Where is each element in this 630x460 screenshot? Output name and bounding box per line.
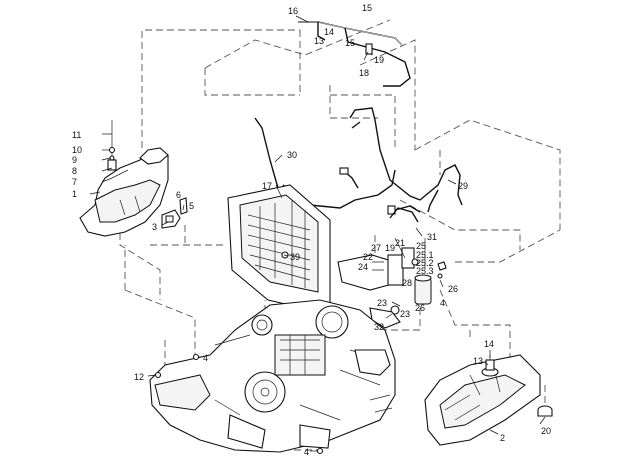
fasteners	[154, 273, 443, 455]
callout-23b: 23	[400, 309, 410, 319]
callout-21: 21	[395, 238, 405, 248]
callout-26b: 26	[415, 303, 425, 313]
callout-20: 20	[541, 426, 551, 436]
radiator-frame	[227, 184, 331, 313]
callout-13a: 13	[314, 36, 324, 46]
callout-4b: 4	[203, 353, 208, 363]
callout-25: 25	[416, 241, 426, 251]
callout-4a: 4	[440, 298, 445, 308]
callout-25-3: 25.3	[416, 266, 434, 276]
callout-19a: 19	[374, 55, 384, 65]
callout-19b: 19	[385, 243, 395, 253]
callout-29: 29	[458, 181, 468, 191]
callout-5: 5	[189, 201, 194, 211]
callout-17: 17	[262, 181, 272, 191]
callout-26a: 26	[448, 284, 458, 294]
mounting-bracket	[161, 197, 188, 229]
callout-25-1: 25.1	[416, 250, 434, 260]
callout-10: 10	[72, 145, 82, 155]
callout-7: 7	[72, 177, 77, 187]
callout-14b: 14	[484, 339, 494, 349]
callout-27: 27	[371, 243, 381, 253]
callout-leaders	[89, 15, 546, 452]
callout-12: 12	[134, 372, 144, 382]
callout-16: 16	[288, 6, 298, 16]
upper-hose-assembly	[298, 21, 411, 87]
callout-15b: 15	[345, 38, 355, 48]
callout-39: 39	[290, 252, 300, 262]
callout-11: 11	[72, 130, 81, 140]
engine-block	[149, 299, 396, 453]
callout-15a: 15	[362, 3, 372, 13]
callout-3: 3	[152, 222, 157, 232]
callout-1: 1	[72, 189, 77, 199]
callout-6: 6	[176, 190, 181, 200]
callout-4c: 4	[304, 447, 309, 457]
callout-28: 28	[402, 278, 412, 288]
callout-24: 24	[358, 262, 368, 272]
callout-9: 9	[72, 155, 77, 165]
callout-13b: 13	[473, 356, 483, 366]
reservoir-tank	[79, 120, 169, 237]
filler-cap	[537, 405, 553, 417]
callout-25-2: 25.2	[416, 258, 434, 268]
callout-2: 2	[500, 433, 505, 443]
callout-22: 22	[363, 252, 373, 262]
callout-8: 8	[72, 166, 77, 176]
callout-14a: 14	[324, 27, 334, 37]
callout-30: 30	[287, 150, 297, 160]
callout-31: 31	[427, 232, 437, 242]
callout-labels: 11 10 9 8 7 1 6 5 3 16 15 14 13 15 19 18…	[72, 3, 551, 457]
callout-32: 32	[374, 322, 384, 332]
callout-18: 18	[359, 68, 369, 78]
callout-23a: 23	[377, 298, 387, 308]
engine-cover	[424, 354, 541, 446]
pump-filter-assembly	[337, 207, 447, 329]
